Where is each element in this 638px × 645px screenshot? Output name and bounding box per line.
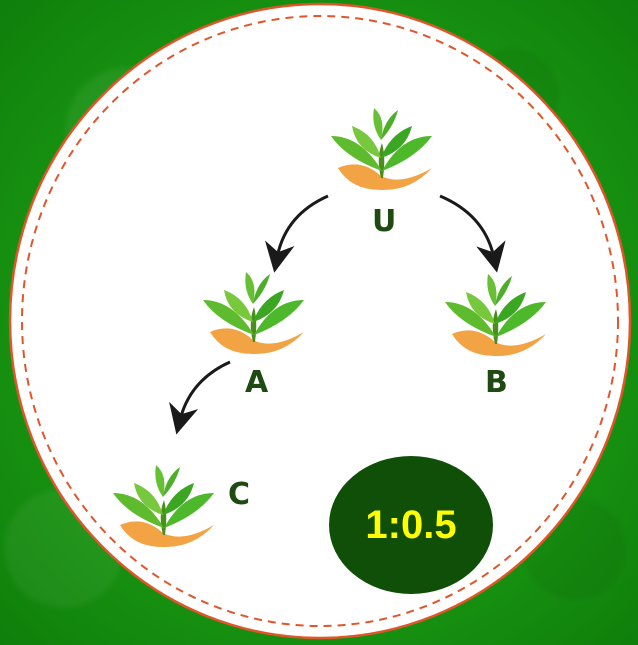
ratio-text: 1:0.5 xyxy=(365,503,457,547)
plant-in-hand-icon xyxy=(198,262,308,357)
plant-in-hand-icon xyxy=(108,455,218,550)
main-circle xyxy=(6,0,635,644)
node-label-c: C xyxy=(228,477,251,512)
node-label-u: U xyxy=(372,204,397,239)
plant-in-hand-icon xyxy=(326,98,436,193)
curved-arrow-icon xyxy=(265,194,329,273)
ratio-badge: 1:0.5 xyxy=(329,456,493,594)
curved-arrow-icon xyxy=(439,194,506,273)
node-label-b: B xyxy=(485,365,508,400)
node-label-a: A xyxy=(245,365,269,400)
plant-in-hand-icon xyxy=(440,264,550,359)
curved-arrow-icon xyxy=(169,360,231,435)
